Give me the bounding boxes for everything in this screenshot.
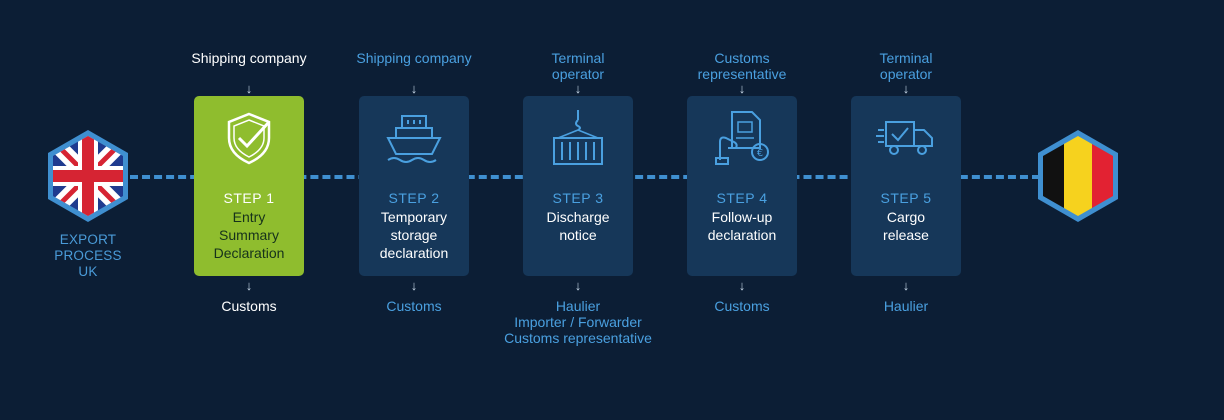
step-4-top-actor: Customs representative — [697, 50, 787, 82]
uk-flag-icon — [40, 128, 136, 224]
step-4-title: Follow-up declaration — [707, 209, 777, 243]
step-2-top-actor: Shipping company — [356, 50, 472, 66]
step-5-top-actor: Terminal operator — [879, 50, 933, 82]
step-1-top-actor: Shipping company — [191, 50, 307, 66]
step-2-bottom-actor: Customs — [386, 298, 442, 314]
arrow-down-icon: ↓ — [902, 278, 910, 293]
step-3-card[interactable]: STEP 3 Discharge notice — [523, 96, 633, 276]
arrow-down-icon: ↓ — [902, 81, 910, 96]
step-4-card[interactable]: € STEP 4 Follow-up declaration — [687, 96, 797, 276]
step-4-bottom-actor: Customs — [714, 298, 770, 314]
step-2-label: STEP 2 — [388, 190, 440, 206]
arrow-down-icon: ↓ — [410, 278, 418, 293]
truck-check-icon — [876, 121, 933, 155]
step-5-title: Cargo release — [883, 209, 929, 243]
step-4-label: STEP 4 — [716, 190, 768, 206]
arrow-down-icon: ↓ — [410, 81, 418, 96]
export-process-label: EXPORT PROCESS UK — [54, 232, 122, 279]
arrow-down-icon: ↓ — [574, 81, 582, 96]
arrow-down-icon: ↓ — [245, 81, 253, 96]
document-euro-icon: € — [715, 111, 769, 165]
container-crane-icon — [553, 110, 603, 165]
arrow-down-icon: ↓ — [574, 278, 582, 293]
step-5-bottom-actor: Haulier — [883, 298, 929, 314]
svg-text:€: € — [757, 148, 763, 159]
step-5-label: STEP 5 — [880, 190, 932, 206]
belgium-flag-icon — [1030, 128, 1126, 224]
step-2-card[interactable]: STEP 2 Temporary storage declaration — [359, 96, 469, 276]
step-1-label: STEP 1 — [223, 190, 275, 206]
step-3-label: STEP 3 — [552, 190, 604, 206]
arrow-down-icon: ↓ — [245, 278, 253, 293]
step-3-title: Discharge notice — [546, 209, 610, 243]
arrow-down-icon: ↓ — [738, 81, 746, 96]
step-1-title: Entry Summary Declaration — [213, 209, 285, 261]
step-3-top-actor: Terminal operator — [551, 50, 605, 82]
step-3-bottom-actor: Haulier Importer / Forwarder Customs rep… — [504, 298, 652, 346]
arrow-down-icon: ↓ — [738, 278, 746, 293]
step-1-card[interactable]: STEP 1 Entry Summary Declaration — [194, 96, 304, 276]
step-1-bottom-actor: Customs — [221, 298, 277, 314]
step-2-title: Temporary storage declaration — [379, 209, 449, 261]
step-5-card[interactable]: STEP 5 Cargo release — [851, 96, 961, 276]
ship-icon — [386, 115, 442, 163]
shield-check-icon — [227, 112, 271, 165]
